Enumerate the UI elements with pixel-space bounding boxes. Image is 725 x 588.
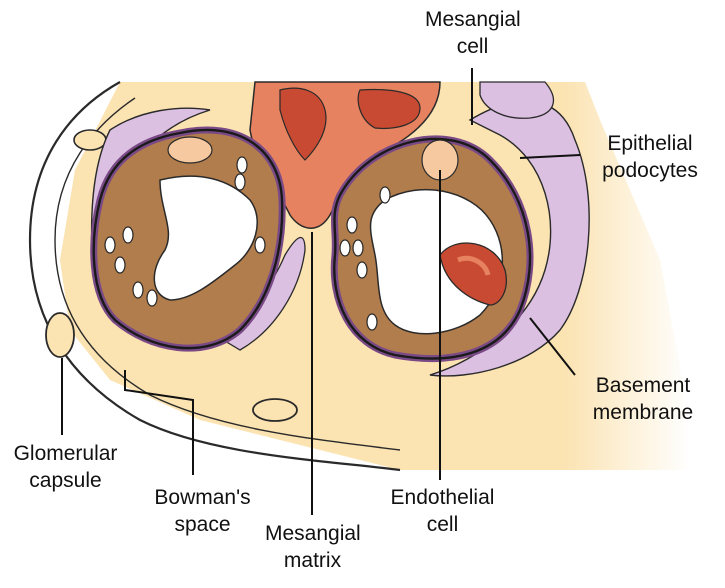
fenestra [237,157,247,173]
fenestra [147,290,157,306]
fenestra [347,217,357,233]
label-mesangial-matrix: Mesangial matrix [265,520,360,574]
endothelial-nucleus [168,137,212,163]
fenestra [235,174,245,190]
fenestra [105,237,115,253]
label-endothelial-cell: Endothelial cell [380,484,505,538]
label-glomerular-capsule: Glomerular capsule [8,440,123,494]
label-bowmans-space: Bowman's space [150,484,255,538]
fenestra [367,314,377,330]
mesangium-dark [358,90,420,129]
fenestra [340,240,350,256]
label-epithelial-podocytes: Epithelial podocytes [585,130,715,184]
fenestra [380,187,390,203]
capsule-nucleus [46,313,74,357]
fenestra [255,237,265,253]
fenestra [123,227,133,243]
label-mesangial-cell: Mesangial cell [425,6,520,60]
fenestra [353,240,363,256]
fenestra [133,282,143,298]
label-basement-membrane: Basement membrane [568,372,718,426]
capsule-nucleus [74,130,106,150]
fenestra [357,262,367,278]
capsule-nucleus [253,399,297,421]
fenestra [115,257,125,273]
